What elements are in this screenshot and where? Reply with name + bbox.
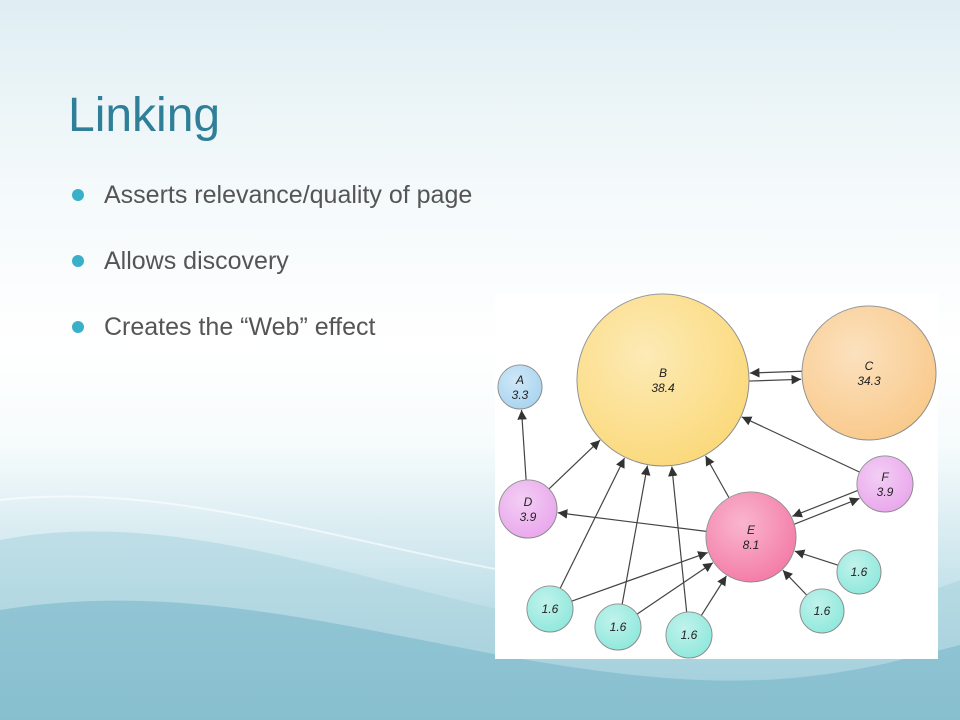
node-highlight [706,492,796,582]
node-highlight [802,306,936,440]
node-label: C [865,359,874,373]
bullet-text: Allows discovery [104,247,289,275]
graph-edges [517,367,860,616]
edge-C-to-B [749,367,802,378]
node-n2: 1.6 [594,603,642,651]
background-wave [0,495,960,720]
edge-n4-to-E [782,569,808,596]
node-value: 1.6 [542,602,559,616]
edge-n2-to-B [621,465,651,605]
pagerank-graph: A3.3B38.4C34.3D3.9E8.1F3.91.61.61.61.61.… [495,293,938,659]
node-label: F [881,470,889,484]
node-highlight [800,589,844,633]
node-value: 1.6 [610,620,627,634]
node-label: D [524,495,533,509]
node-highlight [527,586,573,632]
node-C: C34.3 [801,305,937,441]
node-highlight [837,550,881,594]
bullet-item: Creates the “Web” effect [72,308,472,374]
edge-n1-to-E [571,551,708,602]
bullet-text: Creates the “Web” effect [104,313,376,341]
bullet-dot-icon [72,189,84,201]
edge-E-to-F [794,497,860,525]
node-highlight [498,365,542,409]
node-value: 38.4 [651,381,675,395]
edge-D-to-B [548,439,601,490]
node-value: 8.1 [743,538,760,552]
edge-n3-to-E [700,575,727,616]
edge-n2-to-E [636,562,714,615]
node-highlight [577,294,749,466]
node-label: E [747,523,756,537]
node-n5: 1.6 [836,549,882,595]
node-n1: 1.6 [526,585,574,633]
bullet-text: Asserts relevance/quality of page [104,181,473,209]
node-value: 1.6 [814,604,831,618]
edge-n5-to-E [794,549,839,566]
edge-n3-to-B [668,466,688,613]
node-A: A3.3 [497,364,543,410]
node-value: 3.9 [520,510,537,524]
node-B: B38.4 [576,293,750,467]
node-highlight [499,480,557,538]
edge-F-to-B [741,416,860,473]
node-F: F3.9 [856,455,914,513]
node-value: 1.6 [851,565,868,579]
node-value: 3.3 [512,388,529,402]
bullet-item: Allows discovery [72,242,472,308]
node-highlight [857,456,913,512]
edge-B-to-C [749,374,802,385]
node-value: 3.9 [877,485,894,499]
node-value: 34.3 [857,374,881,388]
node-n4: 1.6 [799,588,845,634]
edge-n1-to-B [559,457,626,589]
bullet-list: Asserts relevance/quality of page Allows… [72,176,472,374]
node-D: D3.9 [498,479,558,539]
node-value: 1.6 [681,628,698,642]
edge-E-to-D [557,509,707,532]
node-n3: 1.6 [665,611,713,659]
node-E: E8.1 [705,491,797,583]
edge-E-to-B [705,455,730,499]
edge-F-to-E [792,490,858,518]
node-label: A [515,373,524,387]
slide-title: Linking [68,89,221,142]
node-highlight [666,612,712,658]
node-label: B [659,366,667,380]
edge-D-to-A [517,409,527,481]
node-highlight [595,604,641,650]
bullet-item: Asserts relevance/quality of page [72,176,472,242]
graph-nodes: A3.3B38.4C34.3D3.9E8.1F3.91.61.61.61.61.… [497,293,937,659]
bullet-dot-icon [72,255,84,267]
bullet-dot-icon [72,321,84,333]
